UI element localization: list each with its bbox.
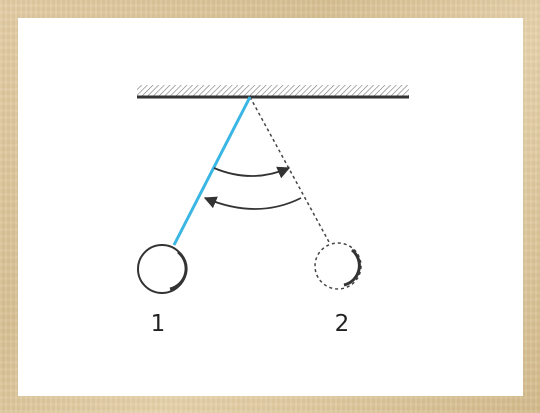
string-position-2 (250, 97, 329, 242)
arrow-swing-left (205, 198, 301, 209)
position-label-1: 1 (151, 311, 166, 337)
bob-position-1 (138, 245, 186, 293)
bob-position-2 (315, 243, 361, 289)
string-position-1 (174, 97, 250, 245)
ceiling-hatch (137, 85, 409, 96)
arrow-swing-right (214, 168, 289, 176)
position-label-2: 2 (335, 311, 350, 337)
